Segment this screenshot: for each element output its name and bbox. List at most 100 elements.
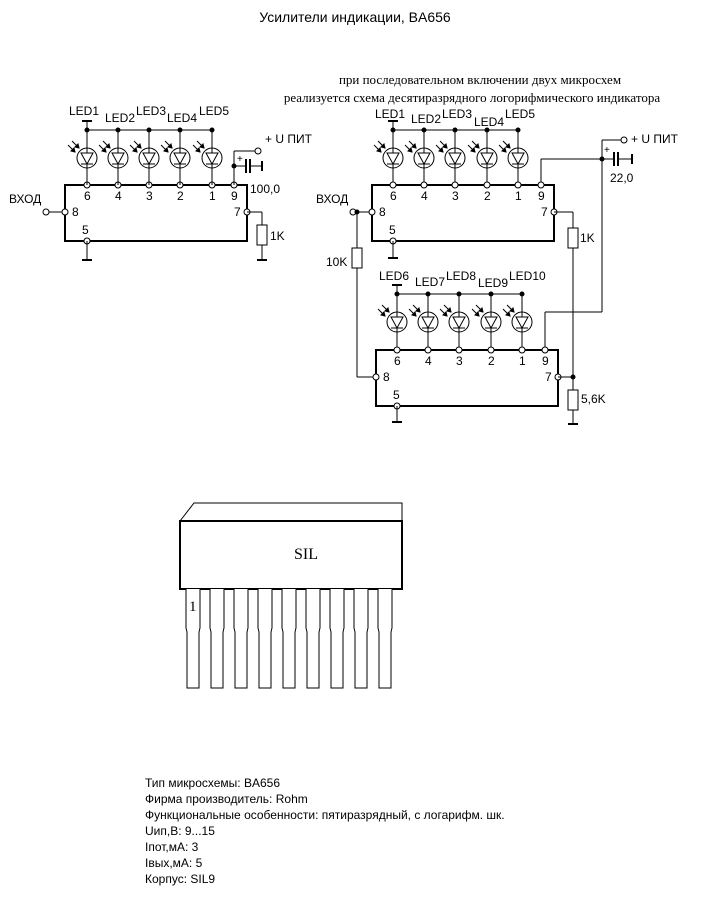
pin-label: 3 [146,189,153,203]
note-line-1: при последовательном включении двух микр… [339,72,621,87]
pin-label-8: 8 [379,205,386,219]
pin1-label: 1 [189,599,197,615]
led-label: LED2 [411,112,441,126]
pin-label-5: 5 [82,223,89,237]
power-label: + U ПИТ [265,132,313,146]
led-label: LED4 [474,115,504,129]
pin-label: 4 [115,189,122,203]
pin-label: 3 [452,189,459,203]
resistor-1k [256,224,268,246]
pin-label: 6 [394,354,401,368]
chip-body [64,184,248,242]
spec-manufacturer: Фирма производитель: Rohm [145,792,308,806]
resistor-10k [351,247,363,269]
package-pin [377,589,393,689]
pin-label-8: 8 [383,370,390,384]
pin-label: 2 [484,189,491,203]
pin-label: 6 [84,189,91,203]
power-label: + U ПИТ [631,132,679,146]
led-label: LED1 [69,104,99,118]
pin-label: 9 [231,189,238,203]
note-line-2: реализуется схема десятиразрядного логор… [284,90,660,105]
spec-supply-current: Iпот,мА: 3 [145,840,199,854]
resistor-value: 1K [270,229,285,243]
led-icon [373,140,404,169]
pin-label: 1 [209,189,216,203]
led-label: LED10 [509,269,546,283]
capacitor-value: 22,0 [610,171,634,185]
chip-body-lower [375,349,559,407]
package-pin [305,589,321,689]
led-icon [502,304,533,333]
spec-output-current: Iвых,мА: 5 [145,856,203,870]
pin-label: 4 [421,189,428,203]
pin-label: 3 [456,354,463,368]
capacitor-value: 100,0 [250,182,280,196]
package-pin [185,589,201,689]
pin-label-7: 7 [234,205,241,219]
pin-label-5: 5 [393,388,400,402]
resistor-value-lower: 5,6K [581,392,606,406]
resistor-value-input: 10K [326,255,347,269]
power-terminal [620,136,628,144]
input-label: ВХОД [316,192,348,206]
led-icon [435,140,466,169]
pin-label-7: 7 [541,205,548,219]
package-pin [209,589,225,689]
pin-label: 1 [519,354,526,368]
page-title: Усилители индикации, BA656 [259,9,451,25]
led-icon [439,304,470,333]
led-icon [467,140,498,169]
sil-package-drawing [178,502,403,689]
led-label: LED5 [505,107,535,121]
led-label: LED8 [446,269,476,283]
led-label: LED7 [415,275,445,289]
led-icon [192,140,223,169]
plus-sign: + [237,154,243,165]
power-terminal [254,147,262,155]
package-label: SIL [294,546,318,563]
resistor-value-upper: 1K [580,231,595,245]
spec-voltage: Uип,В: 9...15 [145,824,215,838]
spec-package: Корпус: SIL9 [145,872,216,886]
pin-label: 9 [542,354,549,368]
led-label: LED1 [375,107,405,121]
pin-label-5: 5 [389,223,396,237]
led-label: LED2 [105,111,135,125]
pin-label-7: 7 [545,370,552,384]
led-icon [498,140,529,169]
package-pin [281,589,297,689]
pin-label: 1 [515,189,522,203]
circuit-dual-chip [349,120,633,425]
specifications-block: Тип микросхемы: BA656 Фирма производител… [145,775,505,887]
led-label: LED6 [379,269,409,283]
led-label: LED4 [167,111,197,125]
pin-label: 4 [425,354,432,368]
input-label: ВХОД [9,192,41,206]
led-icon [67,140,98,169]
chip-body-upper [371,184,555,242]
pin-label: 6 [390,189,397,203]
resistor-5-6k [567,389,579,411]
input-terminal [42,208,50,216]
led-icon [471,304,502,333]
led-label: LED9 [478,276,508,290]
spec-type: Тип микросхемы: BA656 [145,776,280,790]
circuit-single-chip [42,120,268,261]
led-icon [408,304,439,333]
package-pin [329,589,345,689]
pin-label: 9 [538,189,545,203]
spec-features: Функциональные особенности: пятиразрядны… [145,808,505,822]
package-pin [257,589,273,689]
led-icon [377,304,408,333]
resistor-1k [567,227,579,249]
package-pin [233,589,249,689]
pin-label: 2 [488,354,495,368]
pin-label: 2 [177,189,184,203]
led-icon [160,140,191,169]
pin-label-8: 8 [72,205,79,219]
plus-sign: + [604,145,610,156]
led-label: LED3 [136,104,166,118]
package-pin [353,589,369,689]
led-label: LED3 [442,107,472,121]
